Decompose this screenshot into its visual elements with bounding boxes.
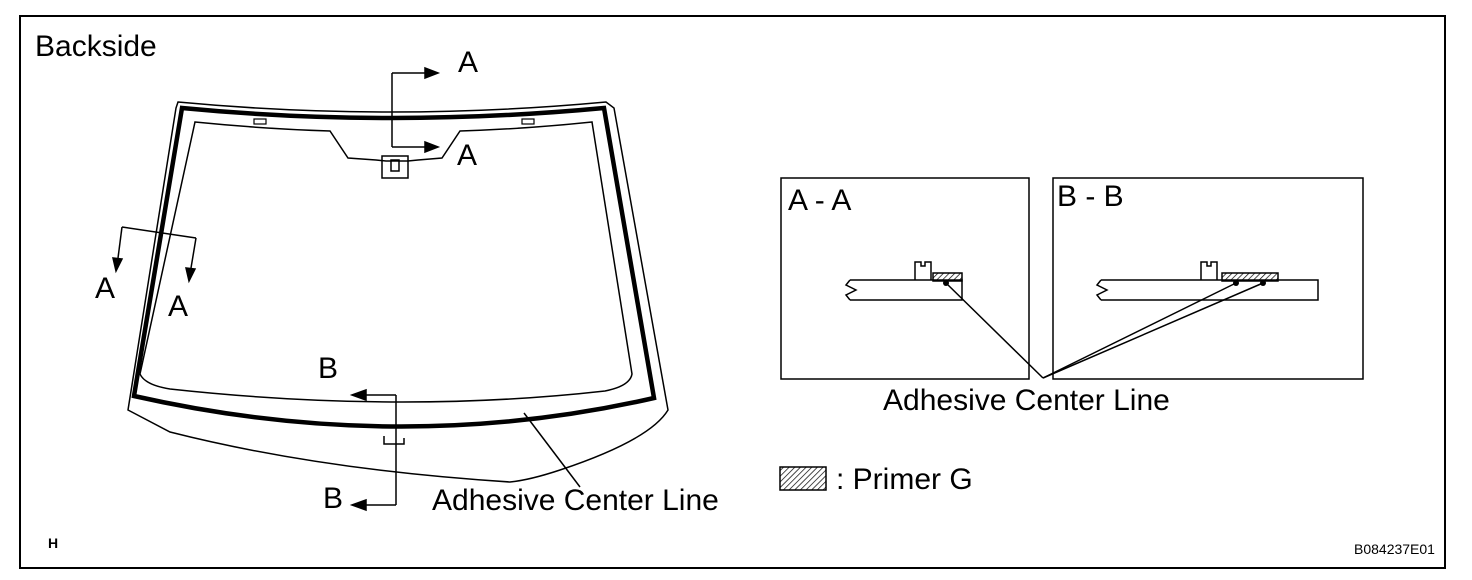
lower-center-mark [383,436,405,445]
primer-swatch [779,466,827,491]
section-a-label-left: A [95,272,115,305]
diagram-border [19,15,1446,569]
section-bb-title: B - B [1057,180,1124,213]
windshield-glass [127,101,669,483]
section-aa-clip [914,261,932,280]
adhesive-center-line-label-right: Adhesive Center Line [883,384,1170,417]
section-aa-panel: A - A [780,177,1030,380]
backside-label: Backside [35,30,157,63]
section-b-label-top: B [318,352,338,385]
section-bb-primer [1221,272,1279,282]
corner-letter: H [48,535,58,551]
top-clip-right [521,118,535,125]
section-a-label-top2: A [457,139,477,172]
section-a-label-top: A [458,46,478,79]
section-bb-clip [1200,261,1218,280]
section-a-label-left2: A [168,290,188,323]
adhesive-leaders [945,282,1264,379]
section-arrows [112,66,581,512]
section-aa-frame [780,177,1030,380]
primer-legend-label: : Primer G [836,463,973,496]
section-bb-frame [1052,177,1364,380]
adhesive-center-line-label: Adhesive Center Line [432,484,719,517]
section-aa-primer [932,272,963,282]
top-clip-left [253,118,267,125]
figure-code: B084237E01 [1354,541,1435,557]
section-b-label-bottom: B [323,482,343,515]
adhesive-bead [131,105,657,429]
mirror-bracket-hole [390,159,400,172]
mirror-bracket [381,155,409,179]
glass-outer-edge [127,101,669,483]
section-bb-glass [1095,261,1319,301]
section-aa-glass [844,261,963,301]
section-aa-title: A - A [788,184,851,217]
section-bb-panel: B - B [1052,177,1364,380]
glass-inner-edge [139,121,633,403]
